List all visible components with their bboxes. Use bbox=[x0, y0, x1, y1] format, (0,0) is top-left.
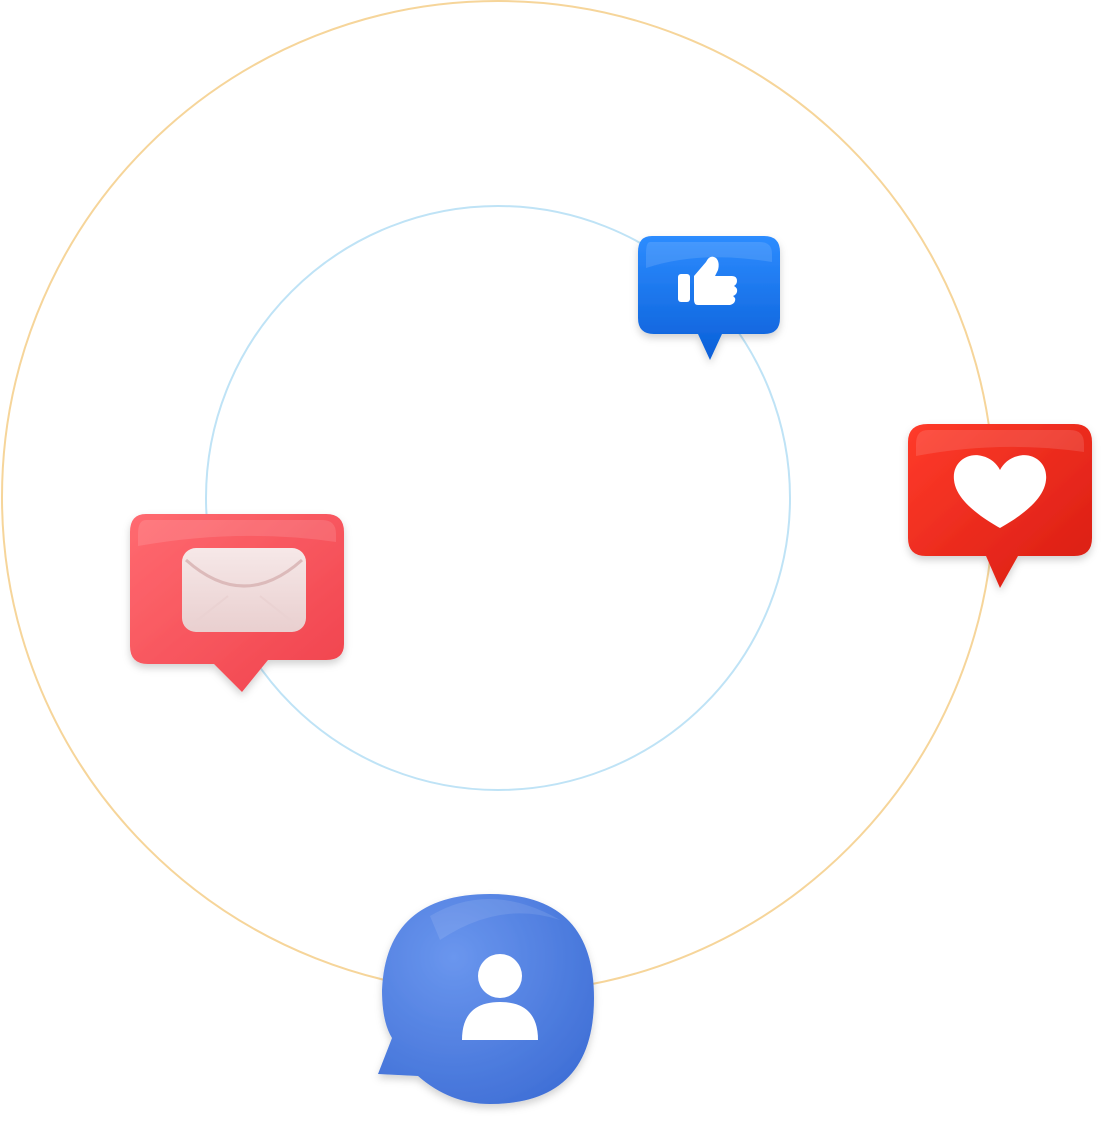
user-icon bbox=[462, 954, 538, 1040]
heart-bubble bbox=[908, 424, 1092, 588]
thumbs-up-icon bbox=[678, 256, 738, 305]
inner-orbit-ring bbox=[205, 205, 791, 791]
user-bubble bbox=[378, 894, 594, 1104]
heart-icon bbox=[953, 455, 1047, 528]
outer-orbit-ring bbox=[1, 0, 995, 994]
mail-bubble bbox=[130, 514, 344, 692]
envelope-icon bbox=[182, 548, 306, 632]
like-bubble bbox=[638, 236, 780, 360]
